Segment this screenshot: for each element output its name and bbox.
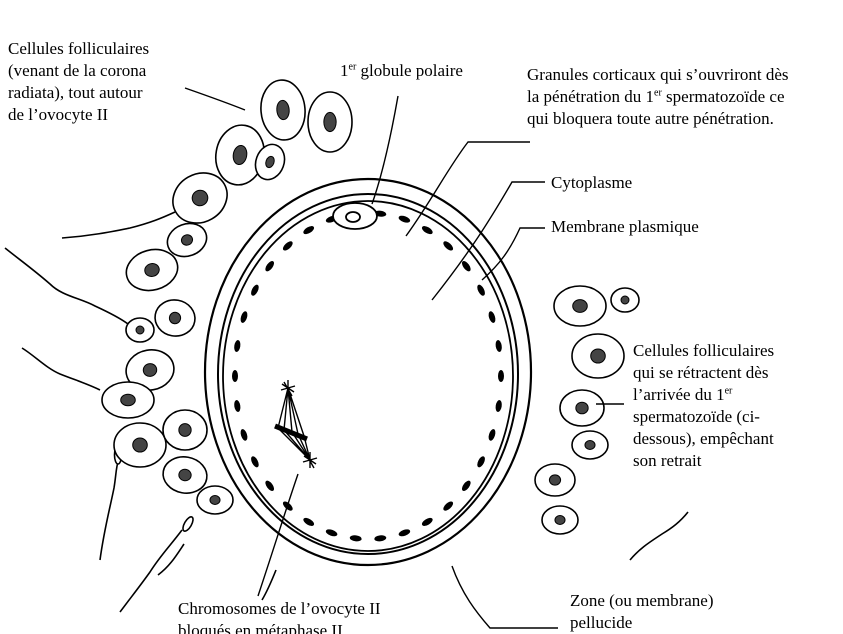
label-line: de l’ovocyte II [8, 104, 149, 126]
label-chromosomes: Chromosomes de l’ovocyte II bloqués en m… [178, 598, 381, 634]
label-retracting-follicular-cells: Cellules folliculaires qui se rétractent… [633, 340, 774, 472]
sperm-tail-bottom-left-2 [158, 544, 184, 575]
sperm-tail-upper-left [100, 462, 118, 560]
label-line: (venant de la corona [8, 60, 149, 82]
label-cortical-granules: Granules corticaux qui s’ouvriront dès l… [527, 64, 789, 130]
plasma-membrane [223, 201, 513, 551]
sperm-tail-mid-left [22, 348, 100, 390]
follicular-cell [102, 382, 154, 418]
label-follicular-cells-corona: Cellules folliculaires (venant de la cor… [8, 38, 149, 126]
label-line: radiata), tout autour [8, 82, 149, 104]
sperm-tail-bottom-left-1 [120, 530, 182, 612]
follicular-cell [197, 486, 233, 514]
label-cytoplasm: Cytoplasme [551, 172, 632, 194]
follicular-cell-nucleus [179, 424, 191, 437]
follicular-cell [258, 78, 307, 142]
follicular-cell [114, 423, 166, 467]
leader-zona-pellucida [452, 566, 558, 628]
follicular-cell [560, 390, 604, 426]
follicular-cell-nucleus [121, 394, 136, 406]
follicular-cell [163, 410, 207, 450]
sperm-tail-bottom-center [262, 570, 276, 600]
polar-body [333, 203, 377, 229]
follicular-cell [554, 286, 606, 326]
label-plasma-membrane: Membrane plasmique [551, 216, 699, 238]
follicular-cell-nucleus [324, 112, 336, 131]
follicular-cell [535, 464, 575, 496]
cortical-granule [498, 370, 504, 382]
cortical-granule [232, 370, 238, 382]
follicular-cell-nucleus [585, 441, 595, 450]
follicular-cell-nucleus [573, 300, 588, 313]
label-zona-pellucida: Zone (ou membrane) pellucide [570, 590, 714, 634]
follicular-cell [611, 288, 639, 312]
follicular-cell-nucleus [576, 402, 588, 414]
follicular-cell-nucleus [555, 516, 565, 525]
sperm-tail-left [5, 248, 128, 324]
label-line: Cellules folliculaires [8, 38, 149, 60]
label-polar-body: 1er globule polaire [340, 60, 463, 82]
follicular-cell [542, 506, 578, 534]
follicular-cell-nucleus [133, 438, 148, 452]
follicular-cell [126, 318, 154, 342]
polar-body-nucleus [346, 212, 360, 222]
follicular-cell-nucleus [621, 296, 629, 304]
follicular-cell-nucleus [591, 349, 606, 363]
oocyte [205, 179, 531, 565]
sperm-tail-top-left [62, 212, 175, 238]
follicular-cell-nucleus [210, 496, 220, 505]
follicular-cell [308, 92, 352, 152]
follicular-cell [572, 334, 624, 378]
sperm-tail-right [630, 512, 688, 560]
follicular-cell [572, 431, 608, 459]
follicular-cell [152, 297, 198, 339]
leader-follicular-cells [185, 88, 245, 110]
sperm-head [181, 515, 195, 532]
follicular-cell-nucleus [136, 326, 144, 334]
follicular-cell-nucleus [549, 475, 560, 485]
